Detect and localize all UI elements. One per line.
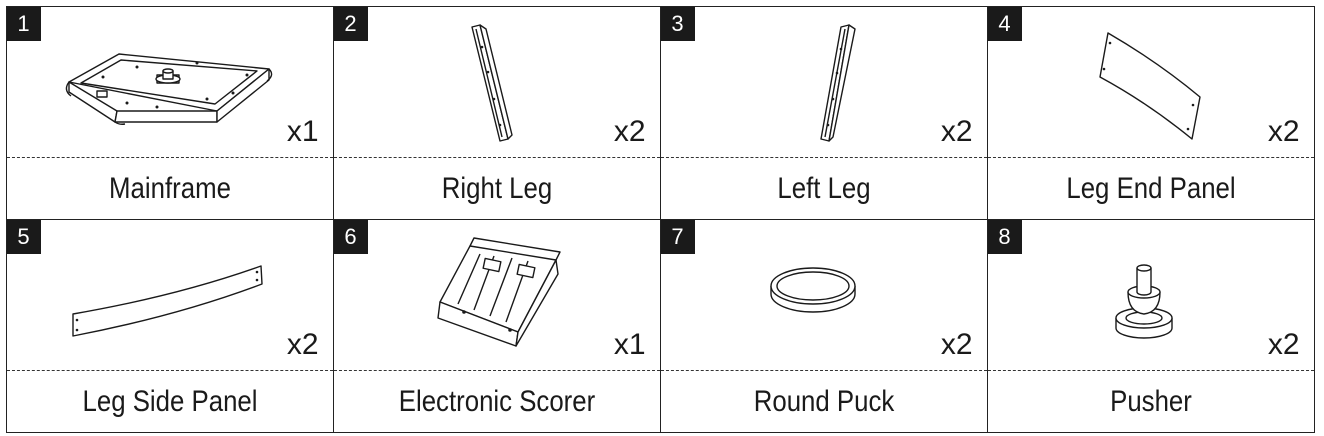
part-cell-mainframe: 1 x1 Mainframe bbox=[5, 5, 334, 220]
part-cell-leg-side-panel: 5 x2 Leg Side Panel bbox=[5, 218, 334, 433]
part-cell-round-puck: 7 x2 Round Puck bbox=[659, 218, 988, 433]
part-cell-left-leg: 3 x2 Left Leg bbox=[659, 5, 988, 220]
part-name: Mainframe bbox=[108, 171, 231, 205]
dashed-divider bbox=[660, 369, 987, 371]
dashed-divider bbox=[987, 156, 1314, 158]
dashed-divider bbox=[6, 369, 333, 371]
part-number-badge: 7 bbox=[660, 219, 695, 254]
part-number-badge: 6 bbox=[333, 219, 368, 254]
part-quantity: x2 bbox=[940, 114, 973, 148]
part-quantity: x2 bbox=[940, 327, 973, 361]
part-number-badge: 5 bbox=[6, 219, 41, 254]
part-name: Pusher bbox=[1109, 384, 1192, 418]
dashed-divider bbox=[6, 156, 333, 158]
part-quantity: x1 bbox=[613, 327, 646, 361]
part-name: Right Leg bbox=[441, 171, 552, 205]
part-cell-electronic-scorer: 6 x1 Electronic Scorer bbox=[332, 218, 661, 433]
part-number-badge: 2 bbox=[333, 6, 368, 41]
part-name: Round Puck bbox=[753, 384, 894, 418]
dashed-divider bbox=[660, 156, 987, 158]
electronic-scorer-icon bbox=[436, 236, 561, 347]
part-cell-pusher: 8 x2 Pusher bbox=[986, 218, 1315, 433]
part-quantity: x2 bbox=[1267, 327, 1300, 361]
leg-side-panel-icon bbox=[71, 264, 263, 337]
part-cell-right-leg: 2 x2 Right Leg bbox=[332, 5, 661, 220]
part-number-badge: 4 bbox=[987, 6, 1022, 41]
part-name: Leg Side Panel bbox=[81, 384, 258, 418]
right-leg-icon bbox=[470, 23, 513, 142]
parts-grid: 1 x1 Mainframe 2 bbox=[5, 5, 1315, 433]
part-quantity: x2 bbox=[1267, 114, 1300, 148]
dashed-divider bbox=[987, 369, 1314, 371]
part-number-badge: 3 bbox=[660, 6, 695, 41]
part-quantity: x1 bbox=[286, 114, 319, 148]
part-cell-leg-end-panel: 4 x2 Leg End Panel bbox=[986, 5, 1315, 220]
part-number-badge: 1 bbox=[6, 6, 41, 41]
part-name: Leg End Panel bbox=[1065, 171, 1236, 205]
part-quantity: x2 bbox=[613, 114, 646, 148]
round-puck-icon bbox=[769, 266, 856, 313]
part-quantity: x2 bbox=[286, 327, 319, 361]
dashed-divider bbox=[333, 156, 660, 158]
part-name: Left Leg bbox=[776, 171, 871, 205]
mainframe-icon bbox=[65, 52, 272, 125]
dashed-divider bbox=[333, 369, 660, 371]
leg-end-panel-icon bbox=[1098, 31, 1201, 140]
pusher-icon bbox=[1114, 263, 1173, 339]
part-number-badge: 8 bbox=[987, 219, 1022, 254]
left-leg-icon bbox=[819, 23, 856, 142]
part-name: Electronic Scorer bbox=[398, 384, 595, 418]
